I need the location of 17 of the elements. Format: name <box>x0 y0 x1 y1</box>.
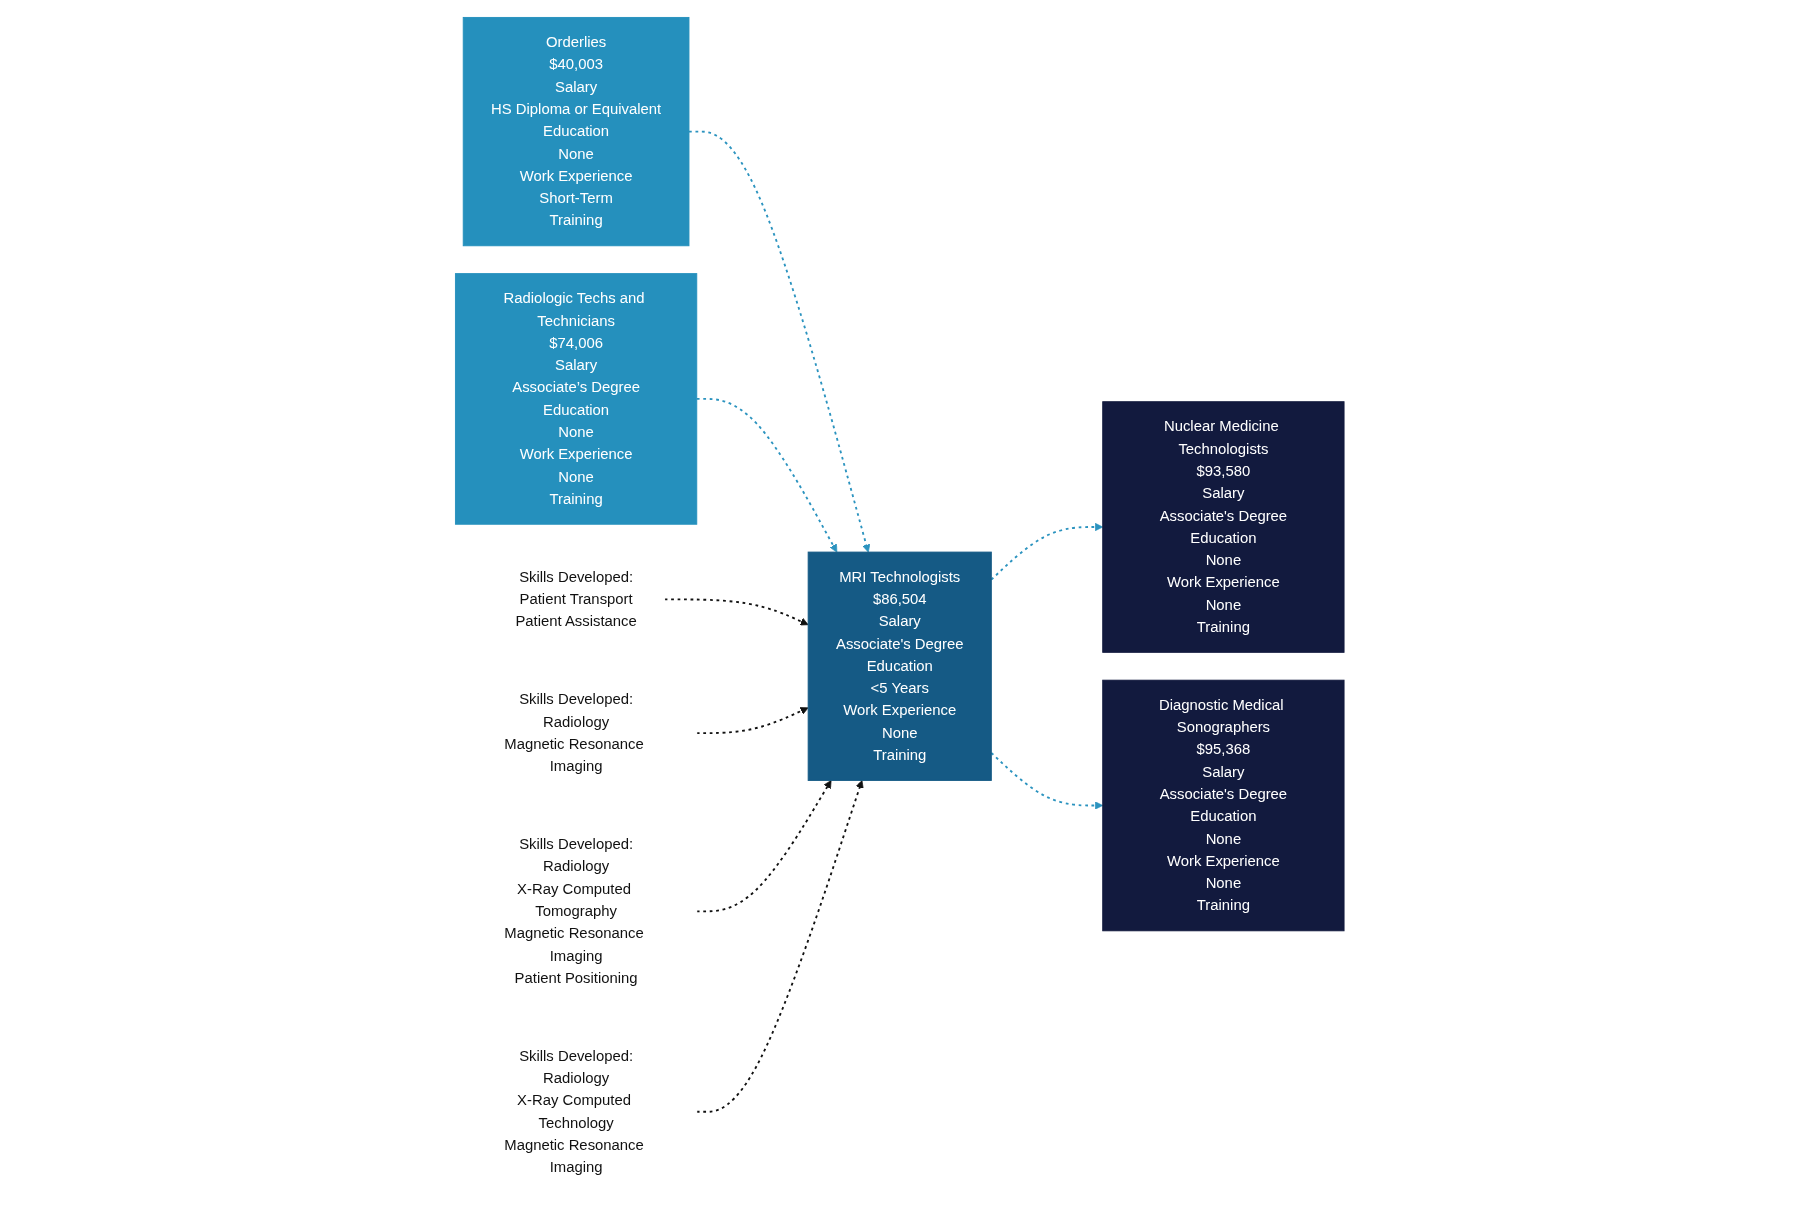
arrow <box>990 522 1103 581</box>
node-box: Diagnostic Medical Sonographers $95,368 Salary Associate's Degree Education None Work Experience None Training <box>1102 679 1345 931</box>
arrow <box>687 130 870 552</box>
node-box: Radiologic Techs and Technicians $74,006 Salary Associate’s Degree Education None Work Experience None Training <box>454 272 697 525</box>
arrow <box>990 751 1103 810</box>
node-box: MRI Technologists $86,504 Salary Associate's Degree Education <5 Years Work Experience None Training <box>807 551 992 781</box>
arrow <box>695 397 837 552</box>
node-box: Nuclear Medicine Technologists $93,580 Salary Associate's Degree Education None Work Experience None Training <box>1102 400 1345 653</box>
arrow <box>695 779 864 1113</box>
node-text: Skills Developed: Radiology X-Ray Computed Technology Magnetic Resonance Imaging <box>504 1047 644 1175</box>
node-text: Skills Developed: Radiology Magnetic Resonance Imaging <box>504 690 644 774</box>
arrow <box>695 706 809 734</box>
node-text: Skills Developed: Patient Transport Patient Assistance <box>515 568 637 629</box>
node-box: Orderlies $40,003 Salary HS Diploma or Equivalent Education None Work Experience Short-Term Training <box>462 16 690 246</box>
node-text: Skills Developed: Radiology X-Ray Computed Tomography Magnetic Resonance Imaging Patient Positioning <box>504 835 644 986</box>
arrow <box>695 779 832 912</box>
arrow <box>663 598 809 625</box>
